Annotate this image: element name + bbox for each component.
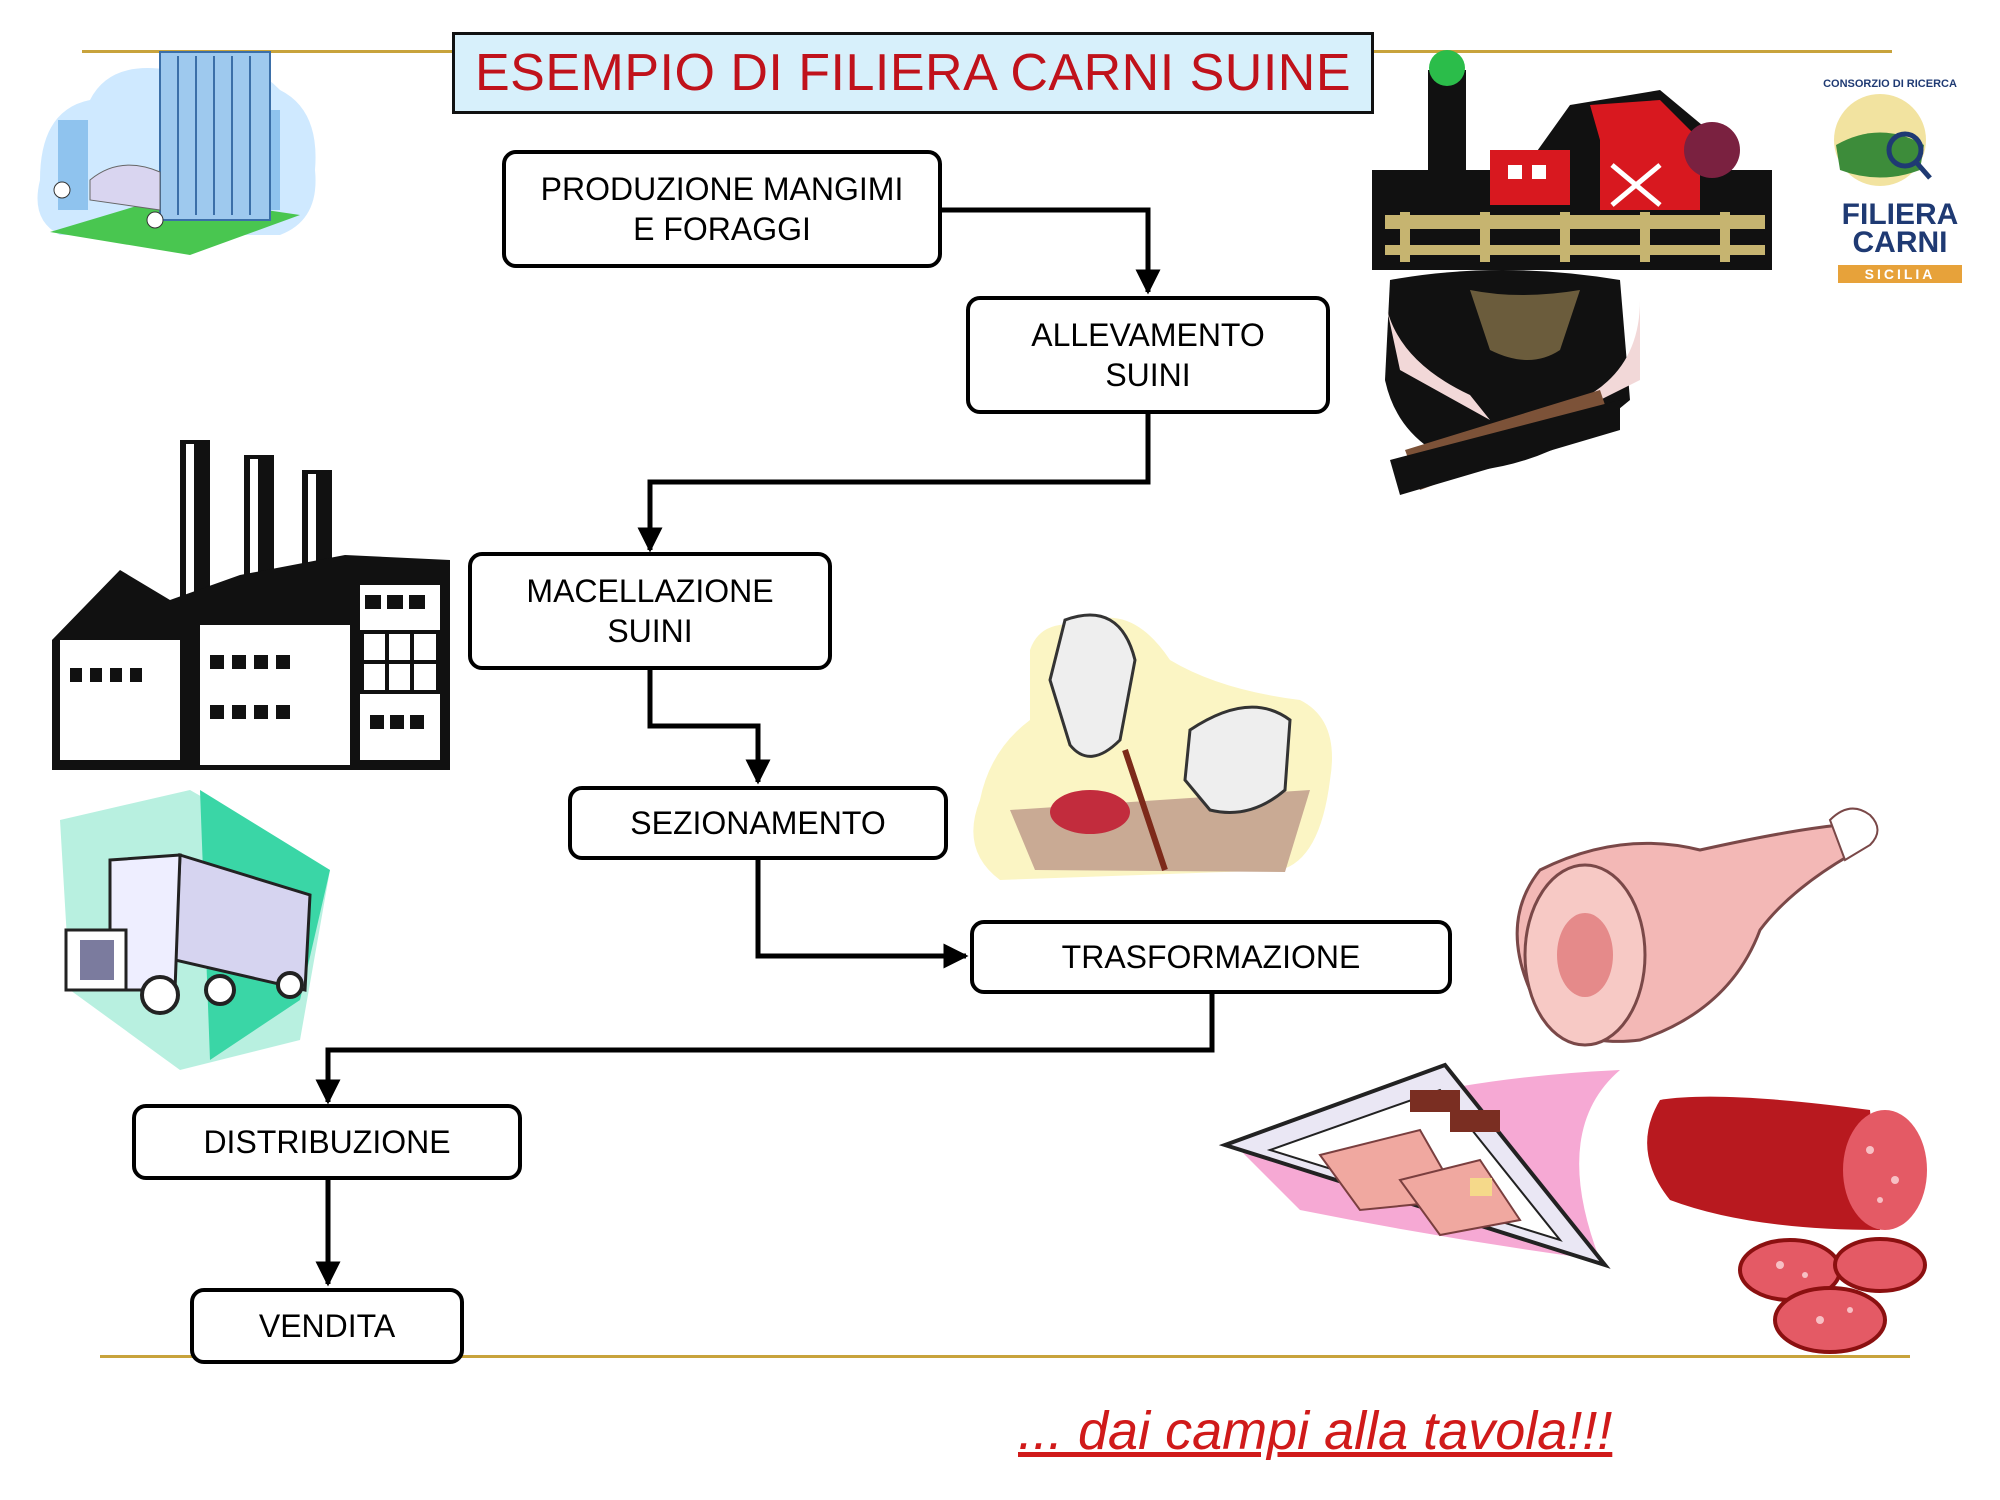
cold-cuts-plate-icon bbox=[1218, 1062, 1620, 1269]
step-produzione-mangimi: PRODUZIONE MANGIMI E FORAGGI bbox=[502, 150, 942, 268]
butcher-hands-icon bbox=[973, 613, 1332, 880]
connector-trasformazione-distribuzione bbox=[315, 992, 1215, 1105]
factory-icon bbox=[52, 440, 450, 770]
logo-arc-text: CONSORZIO DI RICERCA bbox=[1823, 78, 1957, 90]
slogan: ... dai campi alla tavola!!! bbox=[1018, 1401, 1613, 1461]
farm-barn-icon bbox=[1372, 50, 1772, 270]
page-title: ESEMPIO DI FILIERA CARNI SUINE bbox=[452, 32, 1374, 114]
connector-produzione-allevamento bbox=[940, 207, 1161, 295]
consortium-logo-icon bbox=[1834, 94, 1932, 186]
step-trasformazione: TRASFORMAZIONE bbox=[970, 920, 1452, 994]
logo-filiera: FILIERA bbox=[1841, 198, 1959, 231]
bottom-rule bbox=[100, 1355, 1910, 1358]
connector-sezionamento-trasformazione bbox=[755, 858, 969, 969]
salami-icon bbox=[1647, 1096, 1927, 1354]
logo-carni: CARNI bbox=[1852, 226, 1948, 259]
step-macellazione-suini: MACELLAZIONE SUINI bbox=[468, 552, 832, 670]
step-sezionamento: SEZIONAMENTO bbox=[568, 786, 948, 860]
logo-sicilia: SICILIA bbox=[1838, 265, 1962, 283]
connector-macellazione-sezionamento bbox=[647, 668, 771, 785]
connector-allevamento-macellazione bbox=[637, 412, 1151, 553]
truck-icon bbox=[60, 790, 330, 1070]
step-allevamento-suini: ALLEVAMENTO SUINI bbox=[966, 296, 1330, 414]
step-vendita: VENDITA bbox=[190, 1288, 464, 1364]
city-building-icon bbox=[37, 51, 316, 255]
ham-leg-icon bbox=[1515, 807, 1879, 1047]
step-distribuzione: DISTRIBUZIONE bbox=[132, 1104, 522, 1180]
pigs-icon bbox=[1385, 270, 1640, 495]
